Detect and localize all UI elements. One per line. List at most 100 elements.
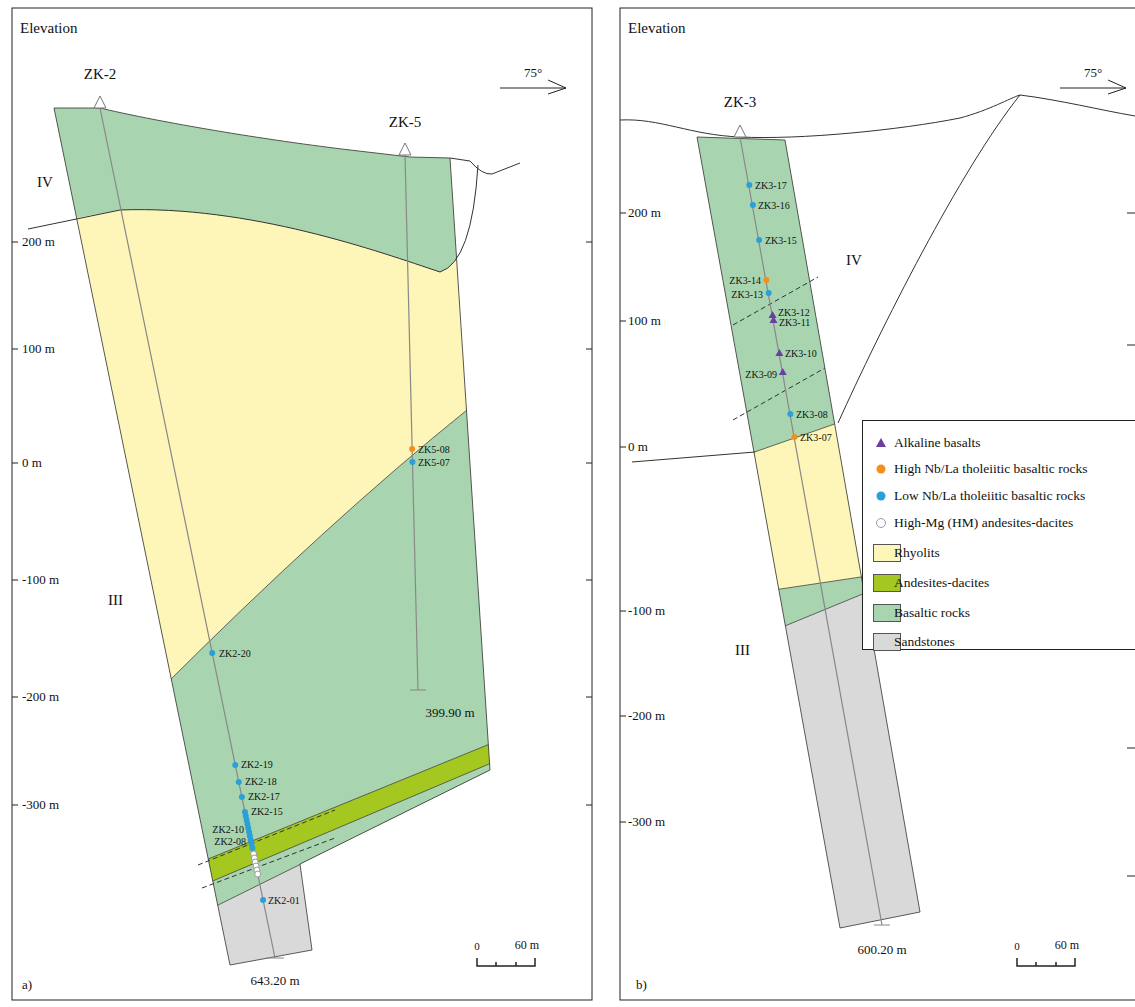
drawing-path bbox=[500, 80, 566, 94]
borehole-name: ZK-5 bbox=[389, 114, 422, 131]
legend-text: Rhyolits bbox=[894, 545, 940, 561]
drawing-path bbox=[405, 155, 426, 690]
drawing-path bbox=[620, 95, 1135, 138]
scale-label: 60 m bbox=[1055, 939, 1079, 952]
drawing-path bbox=[0, 0, 600, 1007]
drawing-circle bbox=[232, 762, 238, 768]
drawing-circle bbox=[409, 446, 415, 452]
legend-text: Alkaline basalts bbox=[894, 435, 981, 451]
borehole-name: ZK-3 bbox=[724, 94, 757, 111]
legend-symbol bbox=[871, 433, 891, 453]
sample-label: ZK3-12 bbox=[778, 307, 810, 318]
sample-label: ZK5-08 bbox=[418, 444, 450, 455]
drawing-path bbox=[0, 0, 600, 272]
sample-label: ZK3-13 bbox=[731, 289, 763, 300]
drawing-path bbox=[1060, 80, 1126, 94]
sample-label: ZK5-07 bbox=[418, 457, 450, 468]
drawing-path bbox=[54, 108, 490, 965]
section-a-lines bbox=[28, 108, 520, 965]
legend-row: High-Mg (HM) andesites-dacites bbox=[863, 513, 1135, 533]
legend-symbol bbox=[871, 459, 891, 479]
sample-label: ZK3-16 bbox=[758, 200, 790, 211]
sample-label: ZK3-07 bbox=[800, 432, 832, 443]
drawing-path bbox=[769, 316, 777, 323]
scale-label: 0 bbox=[1014, 940, 1020, 952]
drawing-circle bbox=[249, 845, 255, 851]
legend-row: Rhyolits bbox=[863, 543, 1135, 563]
legend-row: Andesites-dacites bbox=[863, 573, 1135, 593]
sample-label: ZK2-15 bbox=[251, 806, 283, 817]
unit-label: III bbox=[108, 592, 123, 609]
drawing-circle bbox=[255, 871, 261, 877]
orientation: 75° bbox=[1084, 66, 1102, 80]
drawing-path bbox=[775, 349, 783, 356]
elevation: 200 m bbox=[22, 235, 55, 249]
sample-label: ZK2-10 bbox=[212, 824, 244, 835]
drawing-path bbox=[0, 716, 600, 1007]
depth-label: 600.20 m bbox=[857, 943, 906, 957]
drawing-circle bbox=[260, 897, 266, 903]
sample-label: ZK3-08 bbox=[796, 409, 828, 420]
sample-label: ZK2-20 bbox=[219, 648, 251, 659]
sample-label: ZK3-17 bbox=[755, 180, 787, 191]
legend-row: High Nb/La tholeiitic basaltic rocks bbox=[863, 459, 1135, 479]
scale-label: 60 m bbox=[515, 939, 539, 952]
drawing-path bbox=[779, 368, 787, 375]
drawing-path bbox=[450, 158, 520, 174]
drawing-circle bbox=[787, 411, 793, 417]
panel-letter: b) bbox=[636, 978, 647, 992]
drawing-path bbox=[0, 0, 600, 730]
legend-text: High-Mg (HM) andesites-dacites bbox=[894, 515, 1073, 531]
drawing-circle bbox=[763, 277, 769, 283]
drawing-path bbox=[620, 213, 626, 822]
axis-title: Elevation bbox=[628, 20, 685, 37]
drawing-circle bbox=[236, 779, 242, 785]
elevation: -100 m bbox=[628, 604, 665, 618]
sample-label: ZK2-08 bbox=[214, 836, 246, 847]
drawing-circle bbox=[746, 182, 752, 188]
legend-text: Basaltic rocks bbox=[894, 605, 970, 621]
drawing-path bbox=[477, 958, 535, 966]
sample-label: ZK3-09 bbox=[745, 369, 777, 380]
elevation: 100 m bbox=[22, 342, 55, 356]
drawing-path bbox=[198, 810, 335, 888]
legend-symbol bbox=[871, 486, 891, 506]
sample-label: ZK3-14 bbox=[729, 275, 761, 286]
sample-label: ZK2-18 bbox=[245, 776, 277, 787]
elevation: -300 m bbox=[22, 798, 59, 812]
panel-letter: a) bbox=[22, 978, 32, 992]
scale-label: 0 bbox=[474, 940, 480, 952]
scale-bar bbox=[477, 958, 1075, 966]
drawing-path bbox=[1017, 958, 1075, 966]
drawing-path bbox=[586, 242, 592, 805]
drawing-path bbox=[769, 311, 777, 318]
legend-row: Alkaline basalts bbox=[863, 433, 1135, 453]
drawing-path bbox=[100, 108, 284, 958]
unit-label: III bbox=[735, 642, 750, 659]
drawing-circle bbox=[239, 794, 245, 800]
legend-text: High Nb/La tholeiitic basaltic rocks bbox=[894, 461, 1087, 477]
boreholes bbox=[100, 108, 890, 958]
depth-label: 399.90 m bbox=[425, 706, 474, 720]
axis-title: Elevation bbox=[20, 20, 77, 37]
drawing-circle bbox=[877, 519, 886, 528]
drawing-circle bbox=[791, 434, 797, 440]
drawing-circle bbox=[209, 650, 215, 656]
drawing-path bbox=[160, 410, 467, 690]
drawing-path bbox=[838, 95, 1020, 423]
sample-points bbox=[209, 182, 797, 903]
legend-row: Low Nb/La tholeiitic basaltic rocks bbox=[863, 486, 1135, 506]
drawing-circle bbox=[877, 492, 886, 501]
drawing-path bbox=[0, 699, 600, 971]
drawing-path bbox=[94, 96, 106, 108]
elevation: -200 m bbox=[628, 709, 665, 723]
drawing-circle bbox=[766, 290, 772, 296]
elevation: 0 m bbox=[628, 440, 648, 454]
orientation: 75° bbox=[524, 66, 542, 80]
section-a bbox=[0, 0, 600, 1007]
sample-label: ZK2-17 bbox=[248, 791, 280, 802]
elevation: -200 m bbox=[22, 690, 59, 704]
depth-label: 643.20 m bbox=[250, 974, 299, 988]
drawing-circle bbox=[756, 237, 762, 243]
